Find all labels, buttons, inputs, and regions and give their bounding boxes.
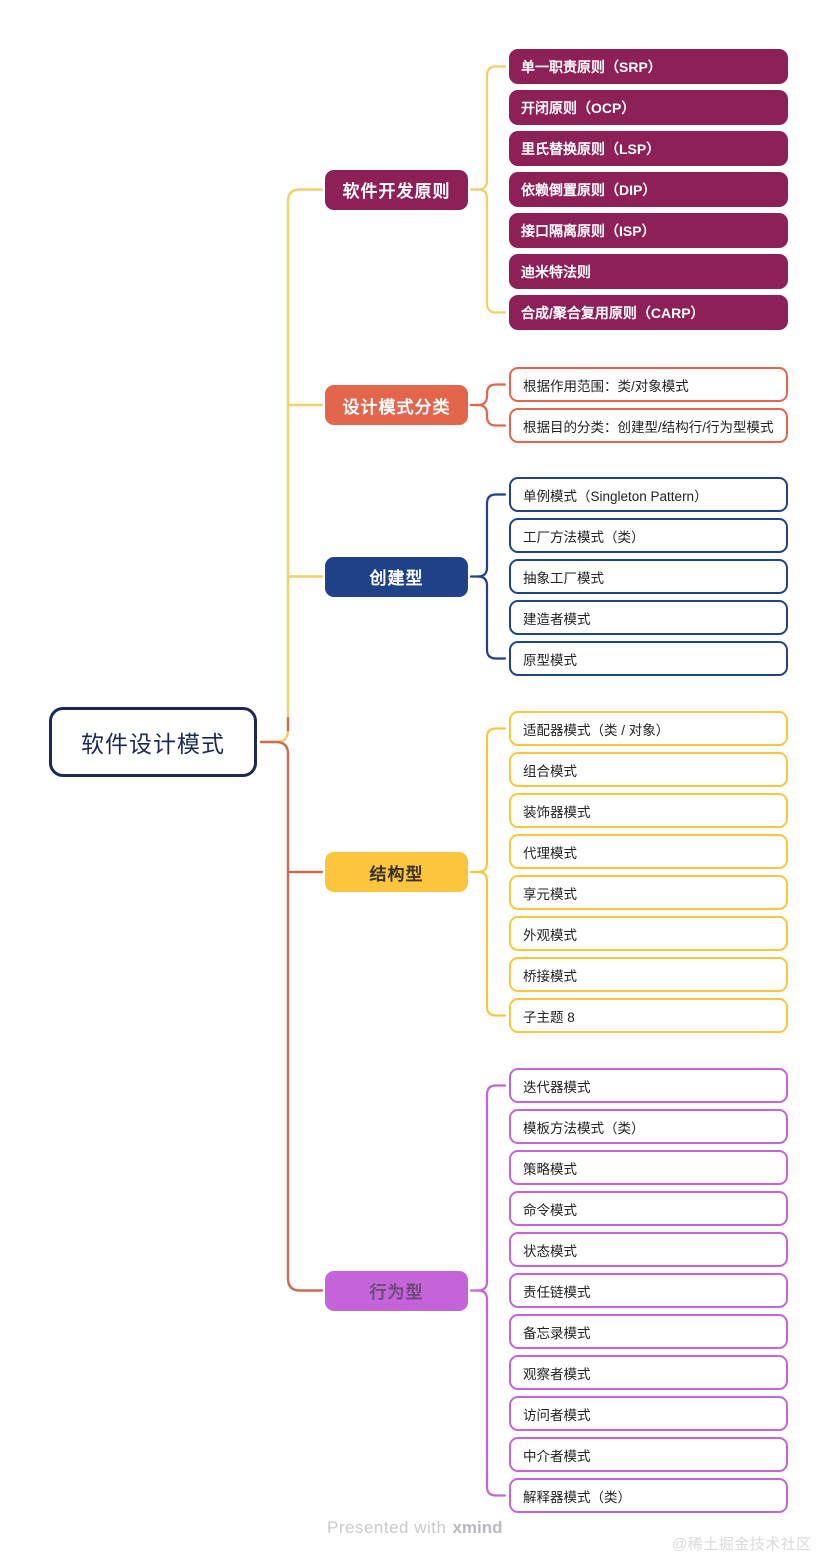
leaf-node-label: 迪米特法则 (521, 263, 591, 280)
leaf-node[interactable]: 桥接模式 (509, 957, 788, 992)
xmind-brand-label: xmind (452, 1518, 503, 1537)
leaf-node[interactable]: 访问者模式 (509, 1396, 788, 1431)
leaf-node[interactable]: 建造者模式 (509, 600, 788, 635)
leaf-node[interactable]: 根据作用范围：类/对象模式 (509, 367, 788, 402)
leaf-node-label: 接口隔离原则（ISP） (521, 222, 656, 239)
leaf-node-label: 适配器模式（类 / 对象） (523, 722, 670, 738)
branch-node-label: 设计模式分类 (342, 397, 451, 417)
leaf-node-label: 原型模式 (523, 652, 577, 668)
leaf-node-label: 建造者模式 (523, 611, 591, 627)
leaf-node[interactable]: 原型模式 (509, 641, 788, 676)
leaf-node[interactable]: 责任链模式 (509, 1273, 788, 1308)
branch-node-creational[interactable]: 创建型 (325, 556, 468, 597)
leaf-node[interactable]: 开闭原则（OCP） (509, 90, 788, 125)
root-node-label: 软件设计模式 (81, 731, 225, 757)
leaf-node-label: 根据作用范围：类/对象模式 (523, 378, 689, 394)
branch-node-design-pattern-classification[interactable]: 设计模式分类 (325, 385, 468, 425)
leaf-node[interactable]: 抽象工厂模式 (509, 559, 788, 594)
xmind-watermark-prefix: Presented with (327, 1518, 447, 1537)
leaf-node[interactable]: 观察者模式 (509, 1355, 788, 1390)
leaf-node-label: 解释器模式（类） (523, 1489, 631, 1505)
branch-node-label: 创建型 (369, 569, 424, 588)
leaf-node[interactable]: 命令模式 (509, 1191, 788, 1226)
leaf-node[interactable]: 适配器模式（类 / 对象） (509, 711, 788, 746)
leaf-node-label: 享元模式 (523, 886, 577, 902)
leaf-node-label: 命令模式 (523, 1202, 577, 1218)
leaf-node-label: 单一职责原则（SRP） (521, 58, 662, 75)
branch-node-behavioral[interactable]: 行为型 (325, 1270, 468, 1311)
leaf-node-label: 责任链模式 (523, 1284, 591, 1300)
leaf-node[interactable]: 享元模式 (509, 875, 788, 910)
leaf-node[interactable]: 合成/聚合复用原则（CARP） (509, 295, 788, 330)
leaf-node[interactable]: 解释器模式（类） (509, 1478, 788, 1513)
branch-node-software-development-principles[interactable]: 软件开发原则 (325, 169, 468, 210)
leaf-node[interactable]: 策略模式 (509, 1150, 788, 1185)
leaf-node-label: 单例模式（Singleton Pattern） (523, 488, 708, 504)
leaf-node[interactable]: 迪米特法则 (509, 254, 788, 289)
branch-node-label: 软件开发原则 (342, 182, 451, 201)
leaf-node-label: 装饰器模式 (523, 804, 591, 820)
leaf-node-label: 状态模式 (523, 1243, 577, 1259)
leaf-node-label: 观察者模式 (523, 1366, 591, 1382)
leaf-node[interactable]: 接口隔离原则（ISP） (509, 213, 788, 248)
branch-node-structural[interactable]: 结构型 (325, 852, 468, 892)
leaf-node[interactable]: 装饰器模式 (509, 793, 788, 828)
leaf-node[interactable]: 组合模式 (509, 752, 788, 787)
leaf-node-label: 工厂方法模式（类） (523, 529, 645, 545)
leaf-node-label: 策略模式 (523, 1161, 577, 1177)
leaf-node-label: 抽象工厂模式 (523, 570, 604, 586)
leaf-node[interactable]: 根据目的分类：创建型/结构行/行为型模式 (509, 408, 788, 443)
leaf-node[interactable]: 单例模式（Singleton Pattern） (509, 477, 788, 512)
leaf-node[interactable]: 里氏替换原则（LSP） (509, 131, 788, 166)
leaf-node-label: 桥接模式 (523, 968, 577, 984)
leaf-node-label: 访问者模式 (523, 1407, 591, 1423)
leaf-node-label: 迭代器模式 (523, 1079, 591, 1095)
leaf-node[interactable]: 迭代器模式 (509, 1068, 788, 1103)
leaf-node[interactable]: 中介者模式 (509, 1437, 788, 1472)
leaf-node-label: 模板方法模式（类） (523, 1120, 645, 1136)
leaf-node-label: 外观模式 (523, 927, 577, 943)
branch-node-label: 结构型 (369, 864, 424, 884)
leaf-node-label: 子主题 8 (523, 1009, 575, 1025)
leaf-node-label: 中介者模式 (523, 1448, 591, 1464)
leaf-node[interactable]: 子主题 8 (509, 998, 788, 1033)
leaf-node-label: 根据目的分类：创建型/结构行/行为型模式 (523, 419, 774, 435)
leaf-node[interactable]: 单一职责原则（SRP） (509, 49, 788, 84)
branch-node-label: 行为型 (369, 1283, 424, 1302)
leaf-node[interactable]: 状态模式 (509, 1232, 788, 1267)
leaf-node[interactable]: 依赖倒置原则（DIP） (509, 172, 788, 207)
leaf-node-label: 依赖倒置原则（DIP） (521, 181, 657, 198)
xmind-watermark: Presented with xmind (327, 1518, 503, 1538)
leaf-node[interactable]: 外观模式 (509, 916, 788, 951)
leaf-node-label: 开闭原则（OCP） (521, 99, 636, 116)
leaf-node-label: 备忘录模式 (523, 1325, 591, 1341)
leaf-node[interactable]: 工厂方法模式（类） (509, 518, 788, 553)
leaf-node-label: 组合模式 (523, 763, 577, 779)
leaf-node-label: 代理模式 (523, 845, 577, 861)
leaf-node-label: 合成/聚合复用原则（CARP） (521, 304, 705, 321)
site-watermark: @稀土掘金技术社区 (672, 1536, 812, 1553)
root-node[interactable]: 软件设计模式 (49, 707, 257, 777)
leaf-node[interactable]: 代理模式 (509, 834, 788, 869)
leaf-node-label: 里氏替换原则（LSP） (521, 140, 661, 157)
leaf-node[interactable]: 备忘录模式 (509, 1314, 788, 1349)
leaf-node[interactable]: 模板方法模式（类） (509, 1109, 788, 1144)
